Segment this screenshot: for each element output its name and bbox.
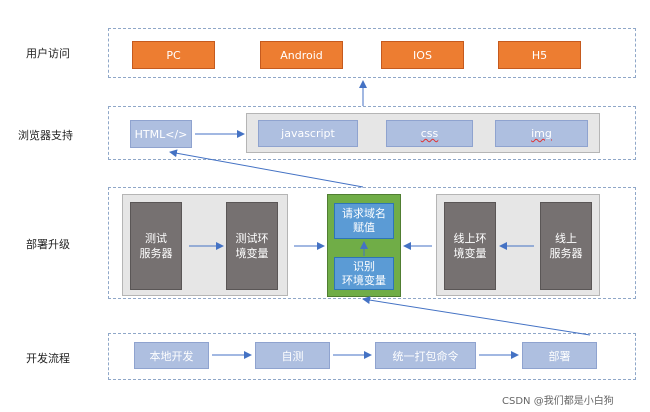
- step-local-dev: 本地开发: [134, 342, 209, 369]
- step-self-test: 自测: [255, 342, 330, 369]
- test-server-box: 测试 服务器: [130, 202, 182, 290]
- online-server-box: 线上 服务器: [540, 202, 592, 290]
- watermark: CSDN @我们都是小白狗: [502, 396, 614, 407]
- tech-css-label: css: [420, 127, 439, 140]
- arrow-deploy-step-to-resolve: [362, 296, 591, 336]
- browser-row-container: [108, 106, 636, 160]
- client-h5: H5: [498, 41, 581, 69]
- step-build-command: 统一打包命令: [375, 342, 476, 369]
- request-domain-box: 请求域名 赋值: [334, 203, 394, 239]
- row-label-deploy: 部署升级: [26, 238, 70, 251]
- users-row-container: [108, 28, 636, 78]
- client-android: Android: [260, 41, 343, 69]
- html-box: HTML</>: [130, 120, 192, 148]
- online-env-var-box: 线上环 境变量: [444, 202, 496, 290]
- client-ios: IOS: [381, 41, 464, 69]
- step-deploy: 部署: [522, 342, 597, 369]
- test-env-var-box: 测试环 境变量: [226, 202, 278, 290]
- row-label-browser: 浏览器支持: [18, 129, 73, 142]
- deploy-row-container: [108, 187, 636, 299]
- tech-javascript: javascript: [258, 120, 358, 147]
- client-pc: PC: [132, 41, 215, 69]
- tech-img: img: [495, 120, 588, 147]
- dev-row-container: [108, 333, 636, 380]
- arrow-deploy-to-html: [169, 149, 364, 188]
- identify-env-box: 识别 环境变量: [334, 257, 394, 290]
- tech-img-label: img: [531, 127, 552, 140]
- row-label-users: 用户访问: [26, 47, 70, 60]
- tech-css: css: [386, 120, 473, 147]
- row-label-dev: 开发流程: [26, 352, 70, 365]
